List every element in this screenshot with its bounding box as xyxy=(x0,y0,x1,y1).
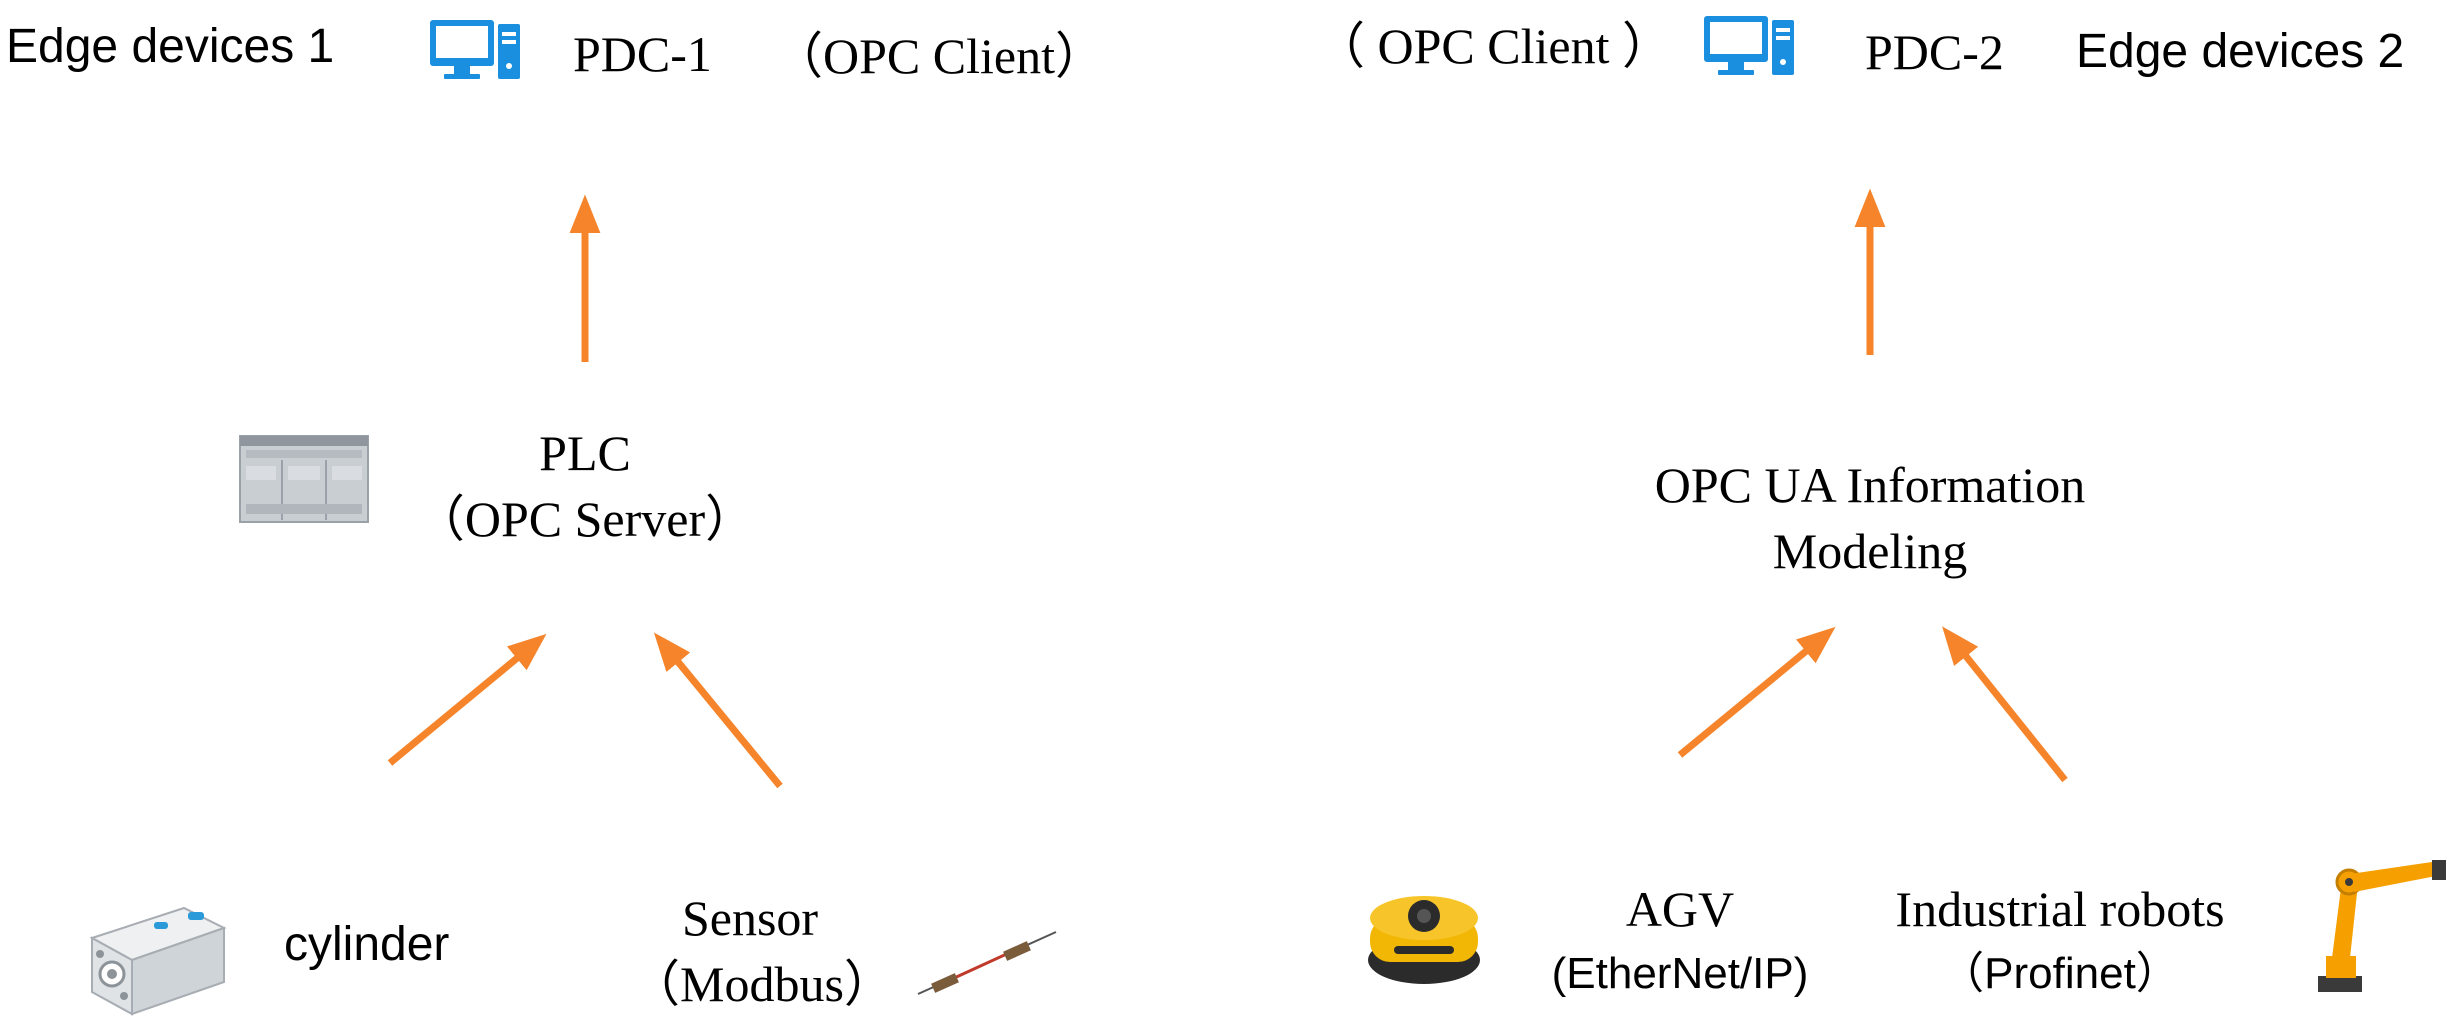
arrow-sensor-to-plc xyxy=(653,632,783,789)
arrow-cylinder-to-plc xyxy=(387,633,547,766)
pdc-2-label: PDC-2 xyxy=(1865,24,2004,80)
arrow-agv-to-opcua xyxy=(1677,626,1836,758)
cylinder-label: cylinder xyxy=(284,918,450,971)
opc-client-1-label: （OPC Client） xyxy=(773,28,1105,84)
opc-client-2-label: （ OPC Client ） xyxy=(1315,18,1672,74)
sensor-label: Sensor （Modbus） xyxy=(630,890,894,1012)
edge-devices-2-label: Edge devices 2 xyxy=(2076,25,2405,78)
desktop-computer-icon xyxy=(1704,16,1794,75)
robots-label-line2: （Profinet） xyxy=(1940,949,2180,998)
industrial-robots-label: Industrial robots （Profinet） xyxy=(1860,884,2260,996)
agv-robot-icon xyxy=(1368,896,1480,984)
pneumatic-cylinder-icon xyxy=(89,906,227,1016)
industrial-robot-arm-icon xyxy=(2318,860,2446,992)
plc-label: PLC （OPC Server） xyxy=(410,428,760,544)
opcua-label-line1: OPC UA Information xyxy=(1654,457,2086,513)
desktop-computer-icon xyxy=(430,20,520,79)
robots-label-line1: Industrial robots xyxy=(1895,881,2225,937)
sensor-label-line2: （Modbus） xyxy=(630,956,894,1012)
edge-devices-1-label: Edge devices 1 xyxy=(6,20,335,73)
agv-label: AGV (EtherNet/IP) xyxy=(1520,884,1840,996)
sensor-label-line1: Sensor xyxy=(681,890,819,946)
opc-ua-information-modeling-label: OPC UA Information Modeling xyxy=(1580,460,2160,576)
opcua-label-line2: Modeling xyxy=(1772,523,1968,579)
agv-label-line1: AGV xyxy=(1625,881,1735,937)
arrow-robots-to-opcua xyxy=(1942,626,2068,783)
plc-label-line1: PLC xyxy=(539,425,631,481)
plc-label-line2: （OPC Server） xyxy=(414,491,756,547)
agv-label-line2: (EtherNet/IP) xyxy=(1551,949,1809,998)
cable-sensor-icon xyxy=(917,931,1057,995)
pdc-1-label: PDC-1 xyxy=(573,26,712,82)
plc-device-icon xyxy=(239,435,369,523)
